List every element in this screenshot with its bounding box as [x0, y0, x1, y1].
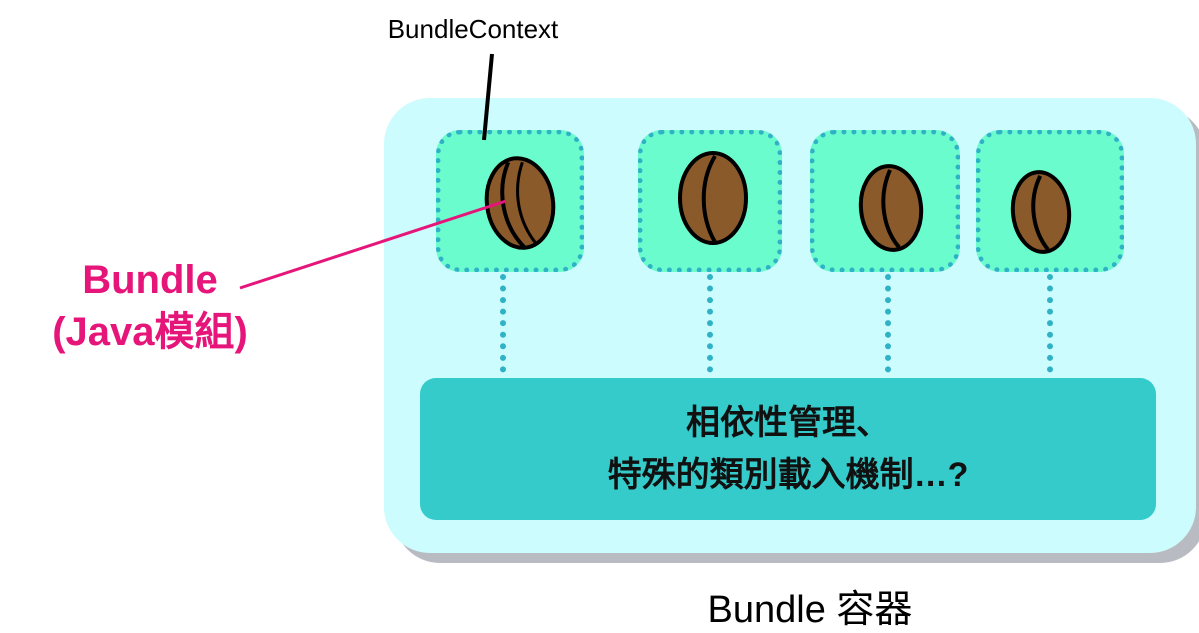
connector-3	[885, 274, 891, 384]
bundle-label-line2: (Java模組)	[52, 310, 248, 354]
bean-icon-4	[1010, 170, 1072, 254]
bundle-context-label: BundleContext	[387, 14, 559, 44]
connector-4	[1047, 274, 1053, 384]
bundle-leader-line	[239, 199, 507, 290]
bundle-label: Bundle (Java模組)	[0, 254, 300, 358]
management-line2: 特殊的類別載入機制…?	[607, 456, 969, 494]
bean-icon-1	[484, 156, 556, 250]
bean-icon-3	[858, 164, 924, 252]
connector-2	[707, 274, 713, 384]
connector-1	[500, 274, 506, 384]
container-label: Bundle 容器	[707, 589, 913, 631]
management-box: 相依性管理、 特殊的類別載入機制…?	[420, 378, 1156, 520]
bean-icon-2	[678, 151, 748, 245]
bundle-label-line1: Bundle	[82, 258, 218, 302]
management-line1: 相依性管理、	[686, 404, 890, 442]
context-leader-line	[482, 53, 494, 141]
